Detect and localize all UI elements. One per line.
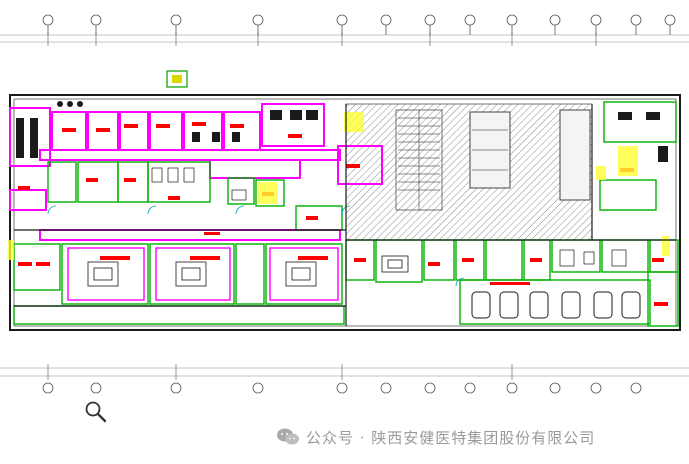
axis-grid bbox=[0, 34, 689, 377]
lab-equipment bbox=[87, 255, 409, 287]
axis-bubbles-bottom bbox=[42, 382, 642, 394]
treatment-bays bbox=[471, 291, 641, 319]
legend-box bbox=[166, 70, 188, 88]
watermark: 公众号 · 陕西安健医特集团股份有限公司 bbox=[276, 424, 595, 450]
lab-equipment-tags bbox=[100, 256, 328, 260]
yellow-highlights bbox=[8, 112, 670, 260]
building-outline bbox=[9, 94, 681, 331]
lab-rooms bbox=[67, 247, 339, 301]
stair-treads bbox=[398, 110, 508, 210]
fixtures bbox=[151, 167, 627, 267]
floor-plan-drawing bbox=[0, 14, 689, 394]
interior-walls bbox=[14, 104, 676, 326]
axis-ticks bbox=[47, 32, 597, 380]
magnifier-icon[interactable] bbox=[84, 400, 108, 424]
axis-bubbles-top bbox=[42, 14, 676, 35]
watermark-text: 公众号 · 陕西安健医特集团股份有限公司 bbox=[306, 428, 596, 447]
wechat-icon bbox=[276, 427, 300, 447]
door-markers bbox=[47, 205, 465, 287]
footer-area bbox=[0, 400, 689, 464]
furniture bbox=[16, 101, 668, 162]
